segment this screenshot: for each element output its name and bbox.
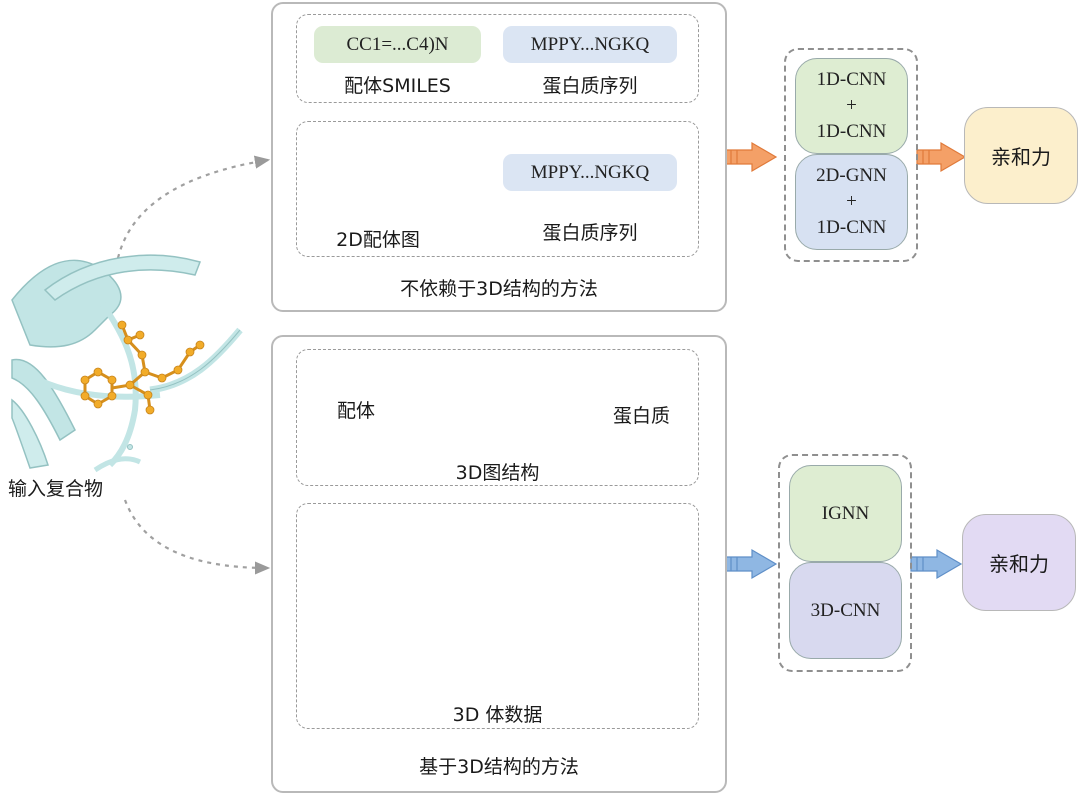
protein-sequence-1: MPPY...NGKQ <box>503 26 677 63</box>
protein-label: 蛋白质 <box>613 405 671 427</box>
bottom-model-group <box>778 454 912 672</box>
affinity-output-bottom: 亲和力 <box>962 514 1076 611</box>
protein-sequence-caption-1: 蛋白质序列 <box>542 75 638 97</box>
ligand-graph-caption: 2D配体图 <box>336 229 420 251</box>
protein-sequence-2: MPPY...NGKQ <box>503 154 677 191</box>
smiles-value: CC1=...C4)N <box>314 26 481 63</box>
voxel-group <box>296 503 699 729</box>
sequence-input-group <box>296 14 699 103</box>
model2-plus: + <box>846 191 857 212</box>
panel-3d-based <box>271 335 727 793</box>
graph-3d-group <box>296 349 699 486</box>
model-ignn: IGNN <box>789 465 902 562</box>
model2-line1: 2D-GNN <box>816 165 887 186</box>
smiles-caption: 配体SMILES <box>344 75 451 97</box>
model-1dcnn-1dcnn: 1D-CNN + 1D-CNN <box>795 58 908 154</box>
model-3dcnn: 3D-CNN <box>789 562 902 659</box>
arrow-bottom-1 <box>724 548 778 580</box>
panel-bottom-title: 基于3D结构的方法 <box>419 756 579 778</box>
model2-line2: 1D-CNN <box>816 217 887 238</box>
model1-line2: 1D-CNN <box>816 121 887 142</box>
model-2dgnn-1dcnn: 2D-GNN + 1D-CNN <box>795 154 908 250</box>
model1-line1: 1D-CNN <box>816 69 887 90</box>
connector-top <box>116 155 271 259</box>
arrow-top-1 <box>724 141 778 173</box>
panel-top-title: 不依赖于3D结构的方法 <box>400 278 598 300</box>
top-model-group <box>784 48 918 262</box>
ligand-label: 配体 <box>337 400 376 422</box>
graph-input-group <box>296 121 699 257</box>
graph3d-caption: 3D图结构 <box>455 462 540 484</box>
input-complex-label: 输入复合物 <box>8 478 104 500</box>
arrow-bottom-2 <box>910 548 963 580</box>
affinity-output-top: 亲和力 <box>964 107 1078 204</box>
connector-bottom <box>123 499 271 575</box>
voxel-caption: 3D 体数据 <box>452 704 543 726</box>
model1-plus: + <box>846 95 857 116</box>
input-complex-image <box>11 254 243 473</box>
protein-sequence-caption-2: 蛋白质序列 <box>542 222 638 244</box>
arrow-top-2 <box>916 141 967 173</box>
